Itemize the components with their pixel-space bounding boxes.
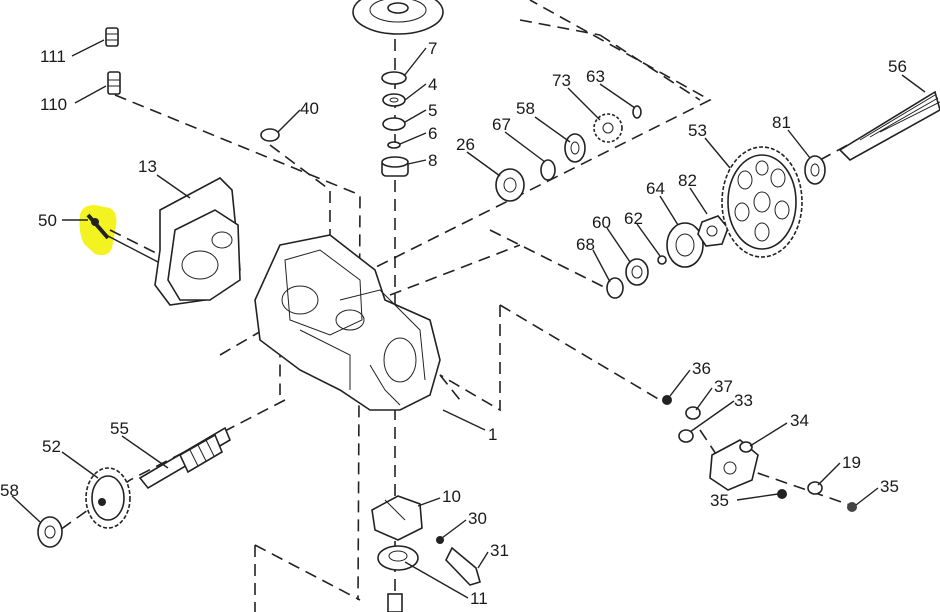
callout-37: 37 [714,377,733,396]
part-50 [86,213,110,240]
callout-6: 6 [428,124,437,143]
callout-19: 19 [842,453,861,472]
pulley [352,0,444,35]
callout-58-upper: 58 [516,99,535,118]
callout-81: 81 [772,113,791,132]
part-55-shaft [138,426,232,490]
part-33 [678,429,694,443]
callout-35-a: 35 [710,491,729,510]
part-58-bearing [564,133,586,163]
callout-30: 30 [468,509,487,528]
part-37 [685,406,701,420]
callout-68: 68 [576,235,595,254]
callout-7: 7 [428,39,437,58]
callout-36: 36 [692,359,711,378]
part-56-shaft [838,90,940,161]
part-5 [382,117,406,131]
part-6 [387,141,401,149]
part-53-gear [721,146,803,258]
callout-67: 67 [492,115,511,134]
callout-110: 110 [40,95,67,114]
callout-5: 5 [428,101,437,120]
callout-4: 4 [428,75,437,94]
leader-lines [11,39,926,599]
part-81 [804,155,826,185]
callout-111: 111 [40,47,66,66]
part-40 [260,128,280,142]
callout-13: 13 [138,157,157,176]
callout-10: 10 [442,487,461,506]
callout-35-b: 35 [880,477,899,496]
part-73-sprocket [593,113,623,143]
part-35-b [847,502,857,512]
callout-58-lower: 58 [0,481,19,500]
callout-11: 11 [470,589,488,608]
part-4 [382,93,406,107]
callout-82: 82 [678,171,697,190]
callout-62: 62 [624,209,643,228]
part-82-nut [697,215,729,247]
part-11 [377,545,419,612]
callout-60: 60 [592,213,611,232]
part-36 [662,395,672,405]
callout-73: 73 [552,71,571,90]
callout-55: 55 [110,419,129,438]
part-110 [107,71,121,95]
callout-1: 1 [488,425,497,444]
part-111 [105,27,119,47]
callout-labels: 111 110 13 50 40 7 4 5 6 8 73 63 58 67 2… [0,39,907,608]
part-26 [495,168,525,202]
assembly-dashed-lines [59,0,931,612]
callout-53: 53 [688,121,707,140]
callout-26: 26 [456,135,475,154]
part-35-a [777,489,787,499]
part-7 [381,71,407,85]
callout-52: 52 [42,437,61,456]
callout-34: 34 [790,411,809,430]
part-52-gear [85,467,131,529]
callout-50: 50 [38,211,57,230]
callout-64: 64 [646,179,665,198]
callout-33: 33 [734,391,753,410]
callout-8: 8 [428,151,437,170]
part-64-bearing [666,222,704,268]
part-1-housing [254,234,441,411]
callout-56: 56 [888,57,907,76]
callout-63: 63 [586,67,605,86]
callout-40: 40 [300,99,319,118]
part-58-lower [37,516,63,548]
part-62 [657,255,667,265]
parts [37,0,940,612]
part-31 [445,546,481,586]
part-8 [381,156,409,177]
callout-31: 31 [490,541,509,560]
part-63 [632,105,642,119]
part-34 [709,439,759,491]
part-60 [625,258,649,286]
part-10 [371,495,423,541]
part-67 [540,159,556,181]
part-68 [606,277,624,299]
